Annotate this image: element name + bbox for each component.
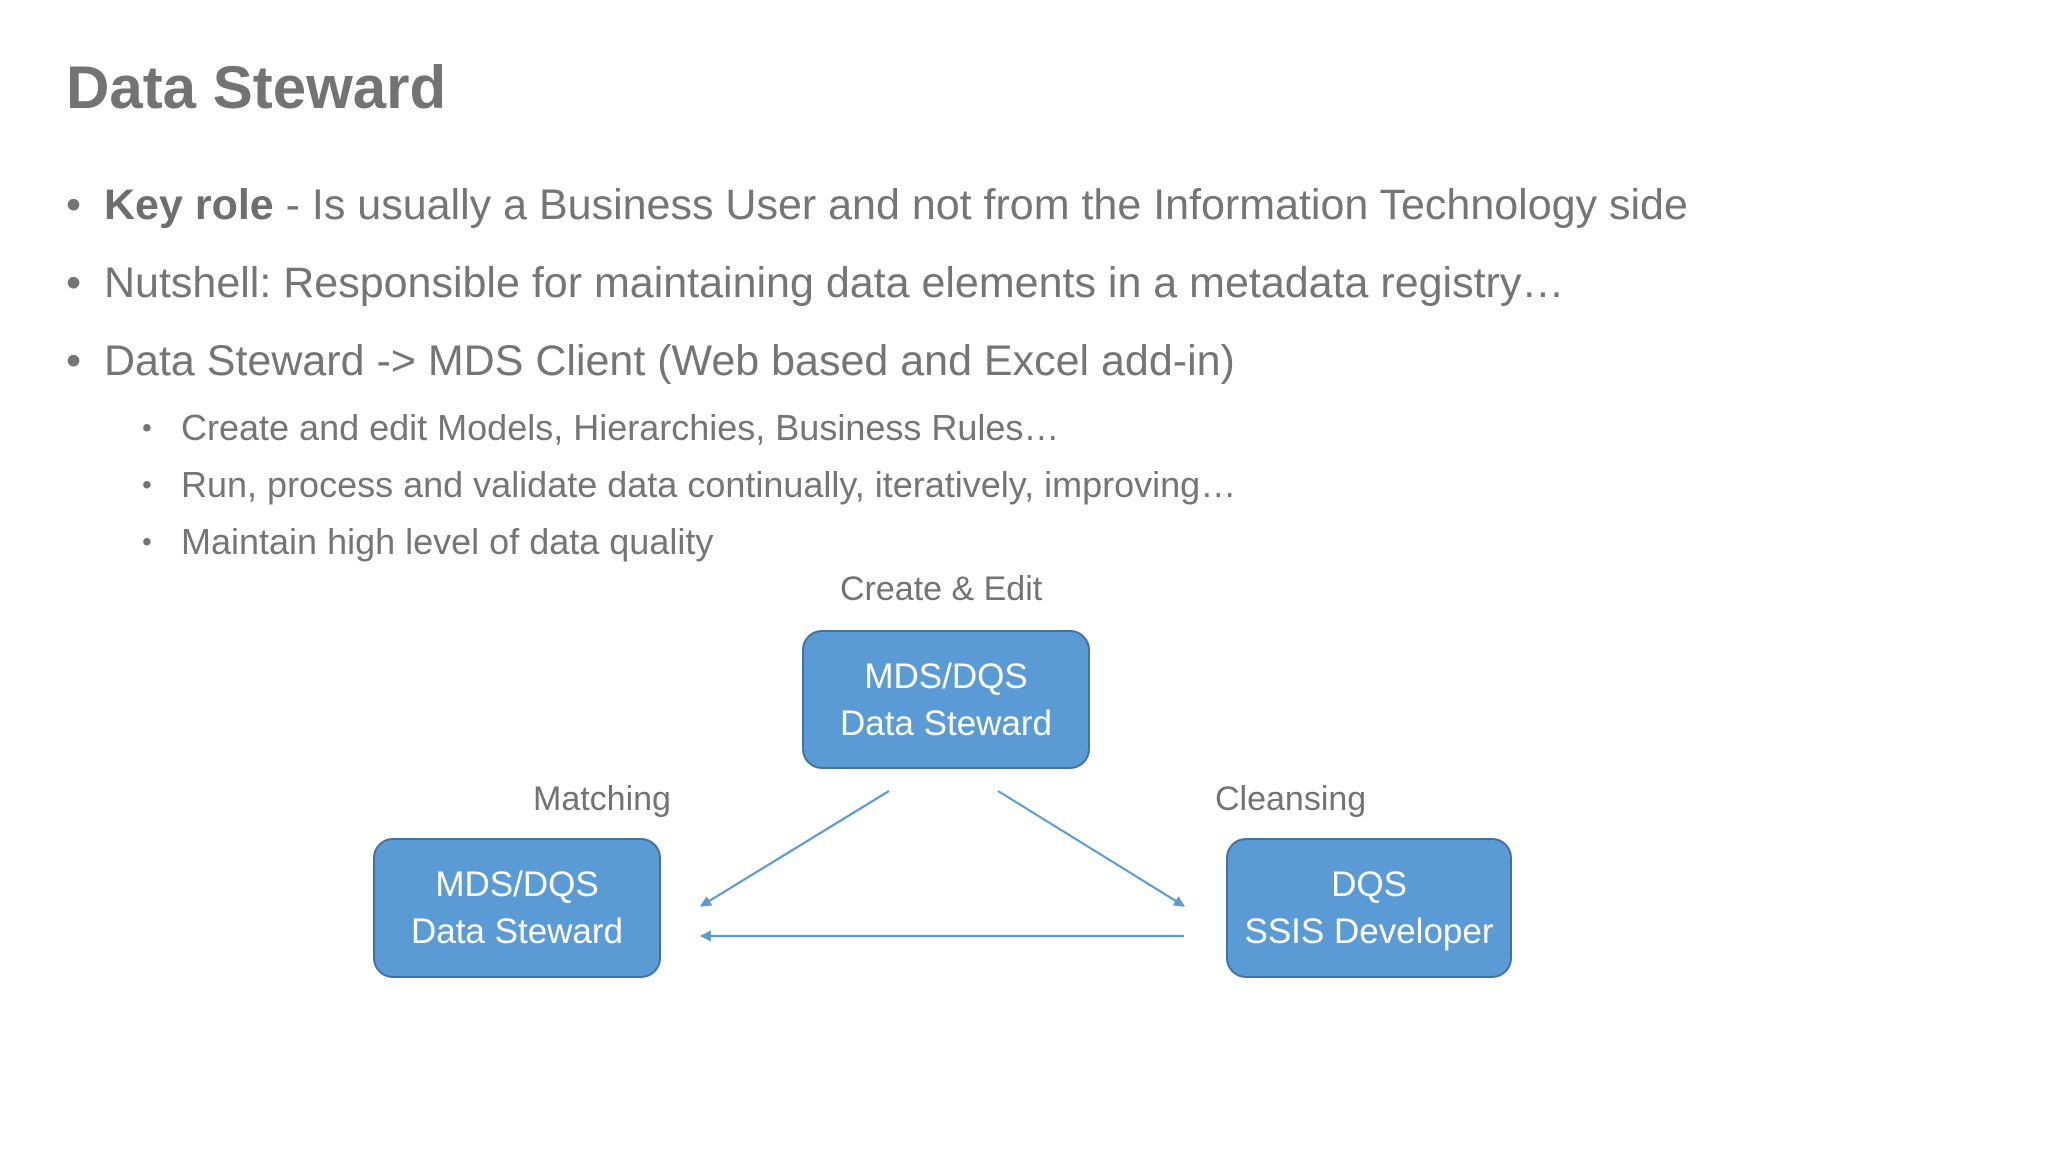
node-top-data-steward: MDS/DQS Data Steward (802, 630, 1090, 769)
node-line-2: SSIS Developer (1244, 912, 1494, 951)
bullet-bold-text: Key role (104, 181, 274, 229)
sub-bullet-text: Maintain high level of data quality (181, 521, 714, 562)
bullet-key-role: • Key role - Is usually a Business User … (66, 172, 2026, 250)
node-line-1: MDS/DQS (864, 656, 1028, 696)
sub-bullet-text: Run, process and validate data continual… (181, 464, 1237, 505)
node-line-2: Data Steward (410, 912, 624, 951)
sub-bullet-text: Create and edit Models, Hierarchies, Bus… (181, 407, 1060, 448)
label-matching: Matching (533, 780, 671, 818)
arrow-top-to-right (997, 790, 1185, 907)
sub-bullet-data-quality: • Maintain high level of data quality (66, 514, 2026, 571)
sub-bullet-dot: • (142, 526, 152, 557)
bullet-dot: • (66, 259, 82, 307)
bullet-text: Nutshell: Responsible for maintaining da… (104, 259, 1565, 307)
bullet-list: • Key role - Is usually a Business User … (66, 172, 2026, 571)
bullet-dot: • (66, 337, 82, 385)
node-right-ssis-developer: DQS SSIS Developer (1226, 838, 1512, 978)
node-left-data-steward: MDS/DQS Data Steward (373, 838, 661, 978)
sub-bullet-run-process: • Run, process and validate data continu… (66, 457, 2026, 514)
arrow-top-to-left (700, 790, 890, 907)
bullet-nutshell: • Nutshell: Responsible for maintaining … (66, 250, 2026, 328)
bullet-dot: • (66, 181, 82, 229)
slide-title: Data Steward (66, 54, 447, 121)
sub-bullet-dot: • (142, 412, 152, 443)
bullet-text: - Is usually a Business User and not fro… (273, 181, 1688, 229)
label-create-edit: Create & Edit (840, 570, 1043, 608)
sub-bullet-dot: • (142, 469, 152, 500)
label-cleansing: Cleansing (1215, 780, 1367, 818)
bullet-mds-client: • Data Steward -> MDS Client (Web based … (66, 328, 2026, 406)
node-line-1: DQS (1331, 865, 1407, 904)
sub-bullet-list: • Create and edit Models, Hierarchies, B… (66, 400, 2026, 571)
bullet-text: Data Steward -> MDS Client (Web based an… (104, 337, 1235, 385)
sub-bullet-create-edit: • Create and edit Models, Hierarchies, B… (66, 400, 2026, 457)
node-line-2: Data Steward (839, 703, 1053, 743)
node-line-1: MDS/DQS (435, 865, 599, 904)
